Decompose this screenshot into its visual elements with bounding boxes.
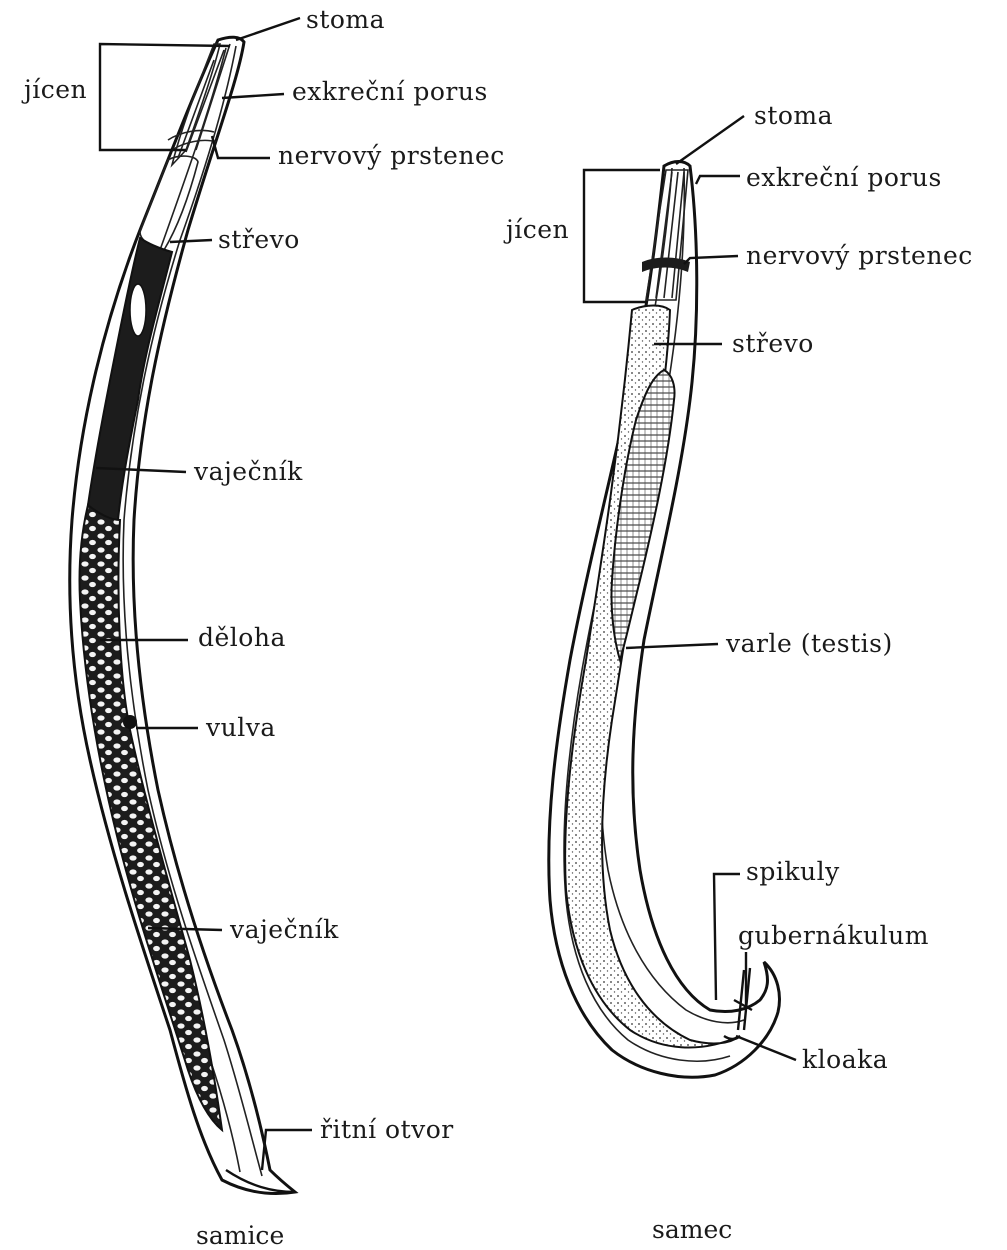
label-male-gubernakulum: gubernákulum (738, 921, 929, 950)
label-male-jicen: jícen (503, 215, 569, 244)
label-male-strevo: střevo (732, 329, 814, 358)
caption-female: samice (196, 1221, 284, 1250)
female-uterus-eggs (79, 505, 222, 1130)
label-female-vajecnik-lower: vaječník (229, 915, 339, 944)
female-vulva-mark (123, 715, 137, 729)
leader-male-spikuly (714, 874, 740, 1000)
label-female-strevo: střevo (218, 225, 300, 254)
leader-female-nervovy (212, 136, 270, 158)
label-male-exkrecni-porus: exkreční porus (746, 163, 942, 192)
label-female-exkrecni-porus: exkreční porus (292, 77, 488, 106)
female-nematode (70, 37, 295, 1193)
label-female-nervovy-prstenec: nervový prstenec (278, 141, 505, 170)
label-female-vajecnik-upper: vaječník (193, 457, 303, 486)
label-male-stoma: stoma (754, 101, 833, 130)
label-female-deloha: děloha (198, 623, 286, 652)
label-male-varle: varle (testis) (725, 629, 893, 658)
female-gonad-lumen (130, 284, 146, 336)
label-female-vulva: vulva (205, 713, 276, 742)
label-female-ritni-otvor: řitní otvor (320, 1115, 454, 1144)
label-male-nervovy-prstenec: nervový prstenec (746, 241, 973, 270)
leader-female-stoma (236, 18, 300, 40)
label-female-stoma: stoma (306, 5, 385, 34)
label-female-jicen: jícen (21, 75, 87, 104)
leader-male-stoma (676, 116, 744, 164)
caption-male: samec (652, 1215, 732, 1244)
label-male-kloaka: kloaka (802, 1045, 888, 1074)
label-male-spikuly: spikuly (746, 857, 840, 886)
leader-male-exkrecni (696, 176, 740, 184)
